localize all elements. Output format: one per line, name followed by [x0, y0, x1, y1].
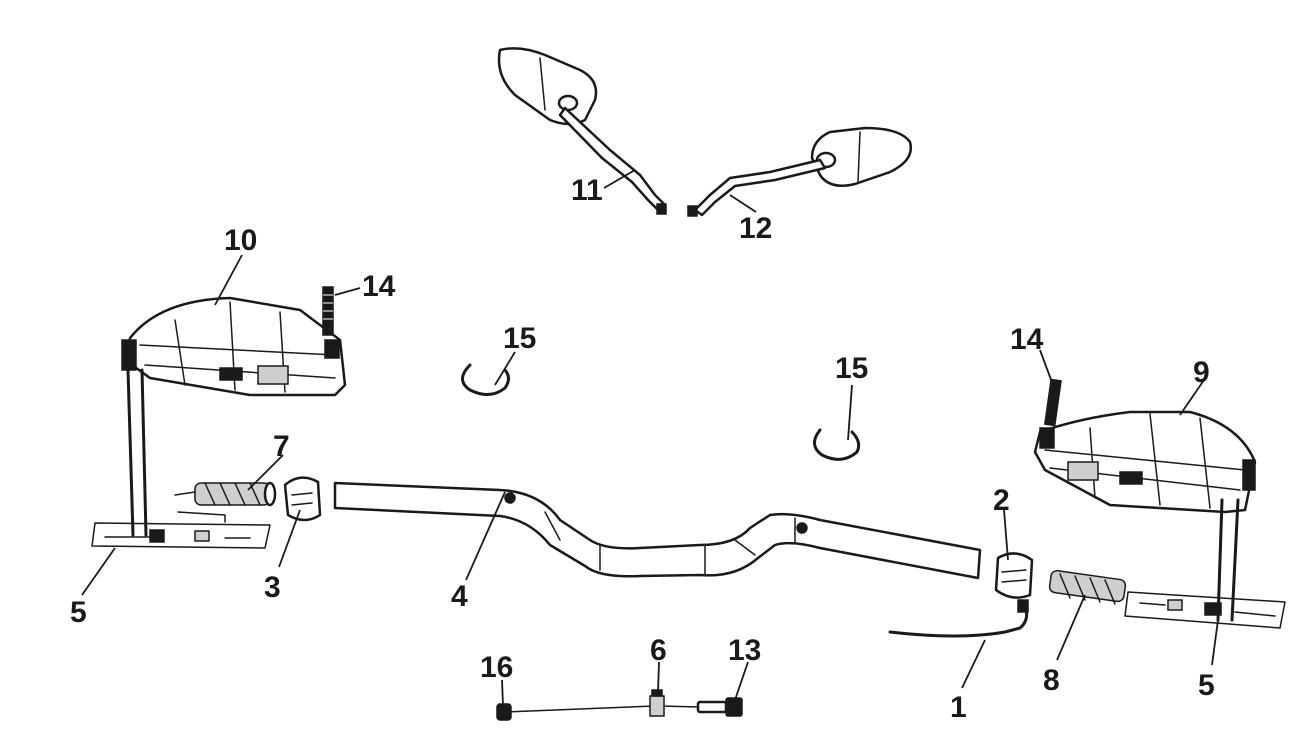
callout-5-left: 5 — [70, 596, 87, 629]
callout-15-right: 15 — [835, 352, 868, 385]
clamp-bolt-assembly — [496, 689, 743, 721]
left-mirror — [497, 47, 667, 215]
callout-12: 12 — [739, 212, 772, 245]
callout-6: 6 — [650, 634, 667, 667]
left-bolt — [322, 286, 334, 336]
left-hand-guard — [121, 296, 347, 537]
callout-16: 16 — [480, 651, 513, 684]
right-bar-end-kit — [1124, 591, 1286, 629]
callout-2: 2 — [993, 484, 1010, 517]
right-grip — [1048, 569, 1127, 605]
callout-8: 8 — [1043, 664, 1060, 697]
callout-15-left: 15 — [503, 322, 536, 355]
callout-13: 13 — [728, 634, 761, 667]
callout-11: 11 — [571, 174, 603, 207]
right-hand-guard — [1033, 410, 1257, 622]
callout-14-left: 14 — [362, 270, 396, 303]
right-clip — [813, 428, 861, 461]
callout-labels: 11 12 10 14 15 15 14 9 7 2 3 4 5 5 8 1 1… — [70, 174, 1215, 724]
left-clip — [461, 363, 510, 396]
throttle-cable — [888, 599, 1029, 638]
left-grip — [174, 481, 277, 507]
right-mirror — [687, 126, 913, 217]
left-bar-end-kit — [91, 511, 271, 549]
leader-lines — [81, 169, 1219, 706]
callout-5-right: 5 — [1198, 669, 1215, 702]
callout-10: 10 — [224, 224, 257, 257]
right-bolt — [1044, 378, 1062, 427]
left-switch-housing — [283, 476, 322, 522]
callout-3: 3 — [264, 571, 281, 604]
callout-14-right: 14 — [1010, 323, 1044, 356]
callout-1: 1 — [950, 691, 967, 724]
callout-9: 9 — [1193, 356, 1210, 389]
right-switch-housing — [994, 552, 1034, 599]
handlebar — [333, 481, 982, 580]
callout-7: 7 — [273, 430, 290, 463]
callout-4: 4 — [451, 580, 468, 613]
